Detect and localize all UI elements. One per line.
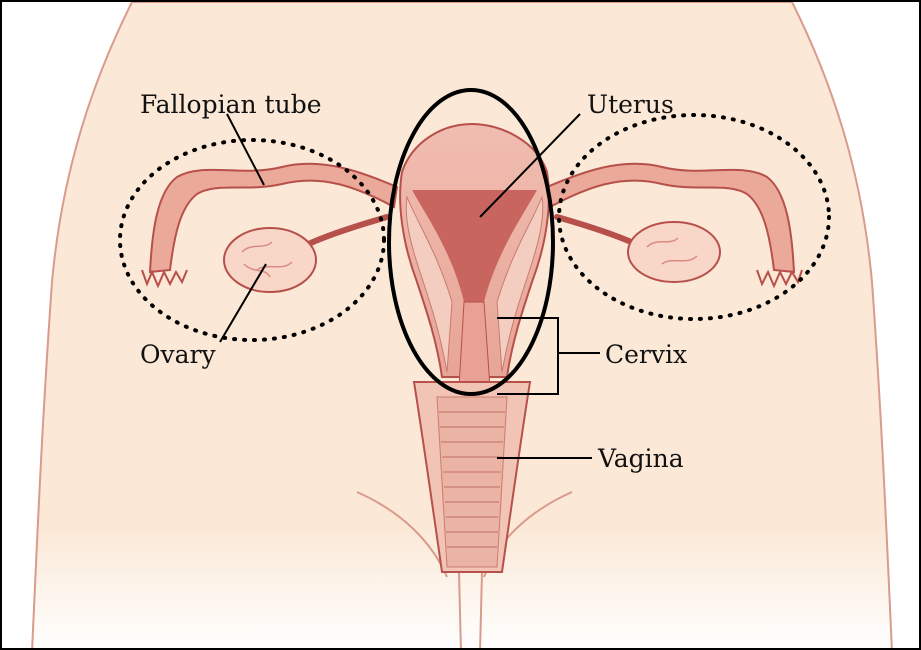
ovary-left [224, 228, 316, 292]
label-cervix: Cervix [605, 342, 687, 367]
cervical-canal [459, 302, 490, 387]
vaginal-canal [437, 397, 507, 567]
label-fallopian-tube: Fallopian tube [140, 92, 322, 117]
ovary-right [628, 222, 720, 282]
label-uterus: Uterus [587, 92, 674, 117]
label-vagina: Vagina [598, 446, 684, 471]
label-ovary: Ovary [140, 342, 216, 367]
